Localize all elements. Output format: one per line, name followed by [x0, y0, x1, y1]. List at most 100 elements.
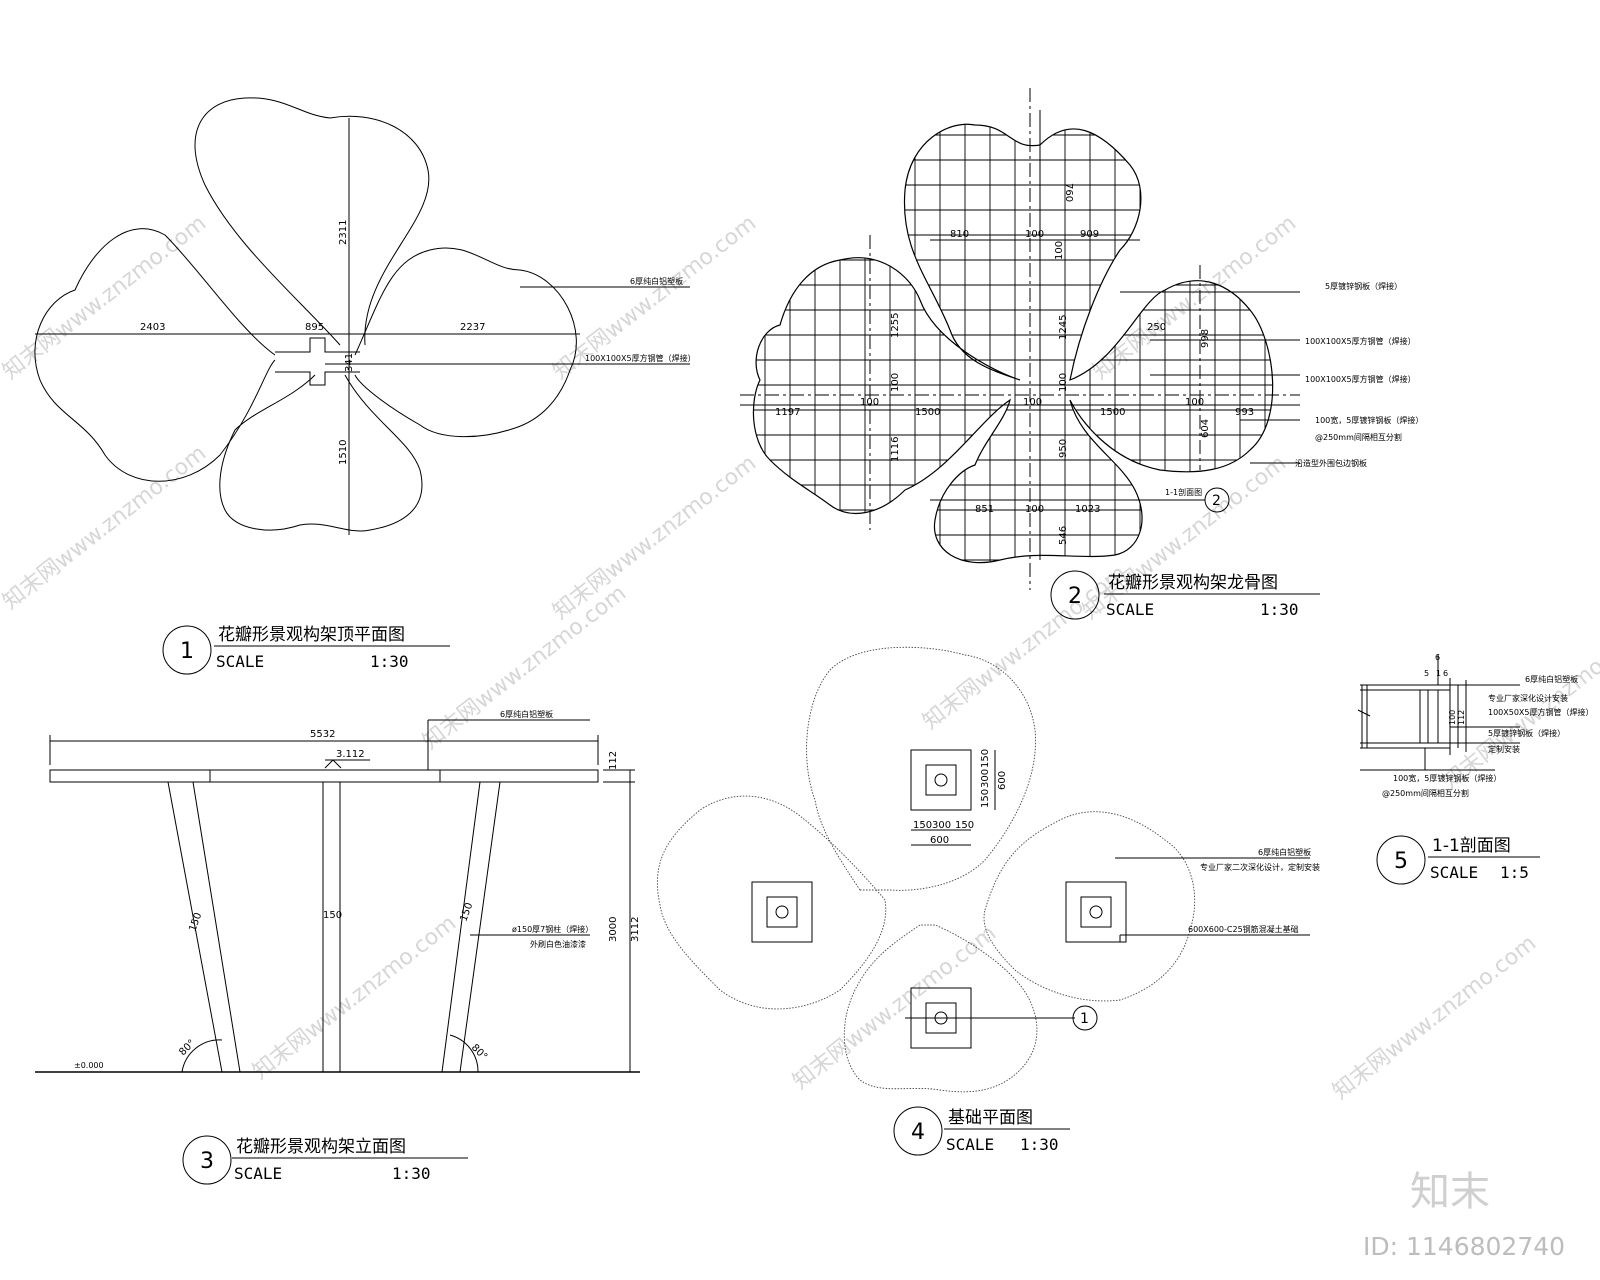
view-2-annotations: 810 100 909 760 100 1245 1197 100 1500 1… — [775, 183, 1423, 620]
dim: 150 — [980, 789, 991, 808]
dim-2237: 2237 — [460, 322, 485, 333]
steel-plate — [1419, 689, 1429, 744]
view-title: 基础平面图 — [948, 1108, 1033, 1128]
ref-circle — [1072, 1005, 1098, 1031]
note-panel: 6厚纯白铝塑板 — [1258, 847, 1311, 857]
note: @250mm间隔相互分割 — [1315, 432, 1402, 442]
note: 100X100X5厚方钢管（焊接） — [1305, 374, 1416, 384]
note: 100宽，5厚镀锌钢板（焊接） — [1315, 415, 1423, 425]
dim-2403: 2403 — [140, 322, 165, 333]
dim: 100 — [1058, 373, 1069, 392]
dim: 810 — [950, 229, 969, 240]
dim-895: 895 — [305, 322, 324, 333]
elev-marker — [324, 759, 342, 769]
dim-col-left: 150 — [187, 911, 204, 933]
dim: 998 — [1200, 329, 1211, 348]
dim-3112: 3112 — [630, 917, 641, 942]
image-id: ID: 1146802740 — [1363, 1232, 1565, 1261]
note: 6厚纯白铝塑板 — [1525, 674, 1578, 684]
watermark: 知末网www.znzmo.com — [1088, 211, 1301, 385]
ground-level: ±0.000 — [74, 1061, 104, 1070]
petal-left-dashed — [656, 795, 887, 1010]
watermark: 知末网www.znzmo.com — [918, 561, 1131, 735]
petal-right — [354, 247, 577, 438]
view-number: 5 — [1394, 849, 1408, 874]
note: @250mm间隔相互分割 — [1382, 788, 1469, 798]
petal-left — [34, 228, 276, 482]
dim: 1245 — [1058, 315, 1069, 340]
view-5-section — [1357, 654, 1520, 771]
dim: 100 — [1025, 229, 1044, 240]
dim-3000: 3000 — [608, 917, 619, 942]
footing-right — [1065, 881, 1127, 943]
dim: 6 — [1435, 653, 1440, 662]
watermark: 知末网www.znzmo.com — [1328, 931, 1541, 1105]
scale-label: SCALE — [234, 1164, 282, 1183]
dim: 250 — [1147, 322, 1166, 333]
petal-right-dashed — [983, 811, 1196, 1002]
petal-bottom — [219, 374, 423, 532]
dim: 600 — [997, 771, 1008, 790]
dim-5532: 5532 — [310, 729, 335, 740]
dim: 1 — [1436, 669, 1441, 678]
dim-341: 341 — [344, 353, 355, 372]
scale-label: SCALE — [1106, 600, 1154, 619]
watermark: 知末网www.znzmo.com — [248, 911, 461, 1085]
view-1-top-plan — [34, 97, 690, 535]
scale-label: SCALE — [946, 1135, 994, 1154]
brand-logo: 知末 — [1410, 1169, 1490, 1215]
scale-value: 1:30 — [370, 652, 409, 671]
dim: 100 — [1185, 397, 1204, 408]
view-3-annotations: 5532 3.112 112 3000 3112 150 150 150 80°… — [74, 709, 641, 1185]
watermark: 知末网www.znzmo.com — [0, 441, 211, 615]
dim: 604 — [1200, 419, 1211, 438]
dim: 1197 — [775, 407, 800, 418]
view-title: 1-1剖面图 — [1432, 836, 1511, 856]
view-4-annotations: 150 300 150 600 150 300 150 600 6厚纯白铝塑板 … — [893, 749, 1320, 1156]
petal-top-dashed — [806, 646, 1037, 891]
note-finish: 外刷白色油漆漆 — [530, 939, 586, 949]
dim: 300 — [980, 769, 991, 788]
view-number-circle — [182, 1135, 232, 1185]
dim: 100 — [860, 397, 879, 408]
watermark: 知末网www.znzmo.com — [548, 451, 761, 625]
dim: 1023 — [1075, 504, 1100, 515]
note-base: 600X600-C25钢筋混凝土基础 — [1188, 924, 1299, 934]
petal-top — [194, 97, 430, 346]
dim: 100 — [1448, 710, 1457, 725]
note: 100X50X5厚方钢管（焊接） — [1488, 707, 1594, 717]
dim: 5 — [1424, 669, 1429, 678]
dim: 950 — [1058, 439, 1069, 458]
note-tube: 100X100X5厚方钢管（焊接） — [585, 353, 696, 363]
watermark: 知末网www.znzmo.com — [0, 211, 211, 385]
view-number-circle — [893, 1106, 943, 1156]
footing-top — [910, 749, 972, 811]
view-title: 花瓣形景观构架顶平面图 — [218, 625, 405, 645]
dim: 909 — [1080, 229, 1099, 240]
note: 100宽，5厚镀锌钢板（焊接） — [1393, 773, 1501, 783]
note-column: ø150厚7钢柱（焊接） — [512, 924, 593, 934]
scale-value: 1:30 — [1020, 1135, 1059, 1154]
view-number: 1 — [180, 639, 194, 664]
angle-left: 80° — [177, 1038, 197, 1058]
angle-right: 80° — [469, 1042, 489, 1062]
view-4-footings — [751, 749, 1310, 1049]
dim: 1500 — [1100, 407, 1125, 418]
dim: 546 — [1058, 526, 1069, 545]
center-cross — [275, 337, 360, 386]
dim: 1500 — [915, 407, 940, 418]
scale-label: SCALE — [1430, 863, 1478, 882]
view-number: 2 — [1068, 584, 1082, 609]
angle-arc-left — [181, 1039, 223, 1073]
dim: 1255 — [890, 313, 901, 338]
note: 100X100X5厚方钢管（焊接） — [1305, 336, 1416, 346]
view-title: 花瓣形景观构架立面图 — [236, 1137, 406, 1157]
elev-3112: 3.112 — [336, 749, 365, 760]
view-number-circle — [1376, 835, 1426, 885]
dim: 6 — [1443, 669, 1448, 678]
note: 定制安装 — [1488, 744, 1520, 754]
view-4-foundation — [656, 646, 1196, 1093]
view-number-circle — [162, 625, 212, 675]
note-design: 专业厂家二次深化设计，定制安装 — [1200, 862, 1320, 872]
view-number-circle — [1050, 570, 1100, 620]
